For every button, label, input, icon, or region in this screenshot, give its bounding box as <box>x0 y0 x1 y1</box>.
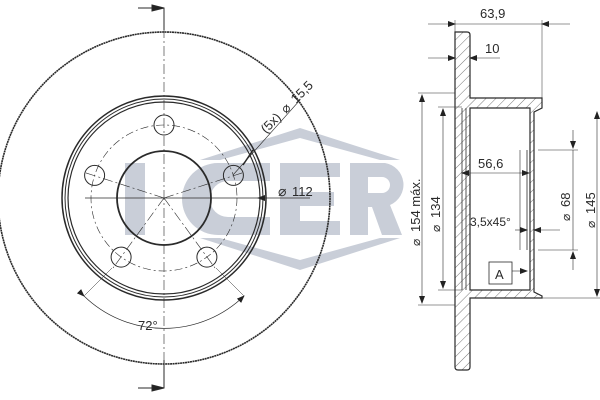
bolt-hole <box>110 246 132 268</box>
front-view <box>0 4 331 392</box>
icer-watermark: ICER <box>125 128 404 270</box>
diameter-symbol: ⌀ <box>559 214 573 221</box>
hat-height-label: 56,6 <box>478 156 503 171</box>
disc-profile-section <box>454 31 543 371</box>
side-view <box>418 20 600 371</box>
diameter-symbol: ⌀ <box>278 100 294 116</box>
pitch-circle-label: 112 <box>292 184 313 199</box>
datum-label: A <box>495 267 504 282</box>
diameter-symbol: ⌀ <box>584 221 598 228</box>
side-view-labels: 63,9 10 ⌀ 154 máx. ⌀ 134 56,6 3,5x45° ⌀ … <box>408 6 598 282</box>
diameter-symbol: ⌀ <box>278 183 286 199</box>
bolt-hole <box>196 246 218 268</box>
total-height-label: 63,9 <box>480 6 505 21</box>
outer-diameter-label: 154 máx. <box>408 179 423 232</box>
center-bore-diameter-label: 68 <box>558 193 573 207</box>
diameter-symbol: ⌀ <box>409 239 423 246</box>
bolt-hole-diameter-label: 15,5 <box>288 78 317 107</box>
chamfer-label: 3,5x45° <box>470 215 511 229</box>
disc-thickness-label: 10 <box>485 41 499 56</box>
bolt-hole <box>222 164 244 186</box>
bolt-hole-count-label: (5x) <box>258 110 284 136</box>
hat-outer-diameter-label: 134 <box>428 196 443 218</box>
bolt-hole <box>84 164 106 186</box>
datum-box <box>488 261 513 285</box>
diameter-symbol: ⌀ <box>429 225 443 232</box>
bolt-angle-label: 72° <box>138 318 158 333</box>
hat-diameter-label: 145 <box>583 192 598 214</box>
